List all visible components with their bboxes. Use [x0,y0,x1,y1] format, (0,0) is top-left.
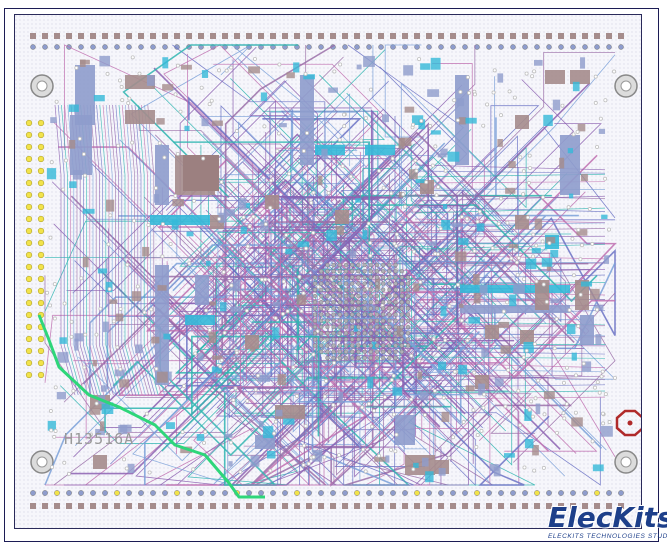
logo-wordmark: ElecKits [548,501,667,534]
top-header-connector [30,33,624,50]
highlighted-net [37,314,265,499]
logo-tagline: ELECKITS TECHNOLOGIES STUDIO [548,533,667,540]
component-pads [46,55,613,483]
bottom-header-connector [30,490,624,509]
left-edge-pins [25,119,45,379]
board-silkscreen-label: H13516A [64,430,135,448]
pcb-artwork [15,15,641,528]
mounting-holes [30,74,638,474]
bga-package [312,262,411,361]
pcb-board[interactable] [14,14,642,529]
via-field [45,55,617,476]
eleckits-logo: ElecKits ELECKITS TECHNOLOGIES STUDIO [548,501,667,546]
fiducial-marker [615,409,641,437]
canvas-border [4,8,659,542]
